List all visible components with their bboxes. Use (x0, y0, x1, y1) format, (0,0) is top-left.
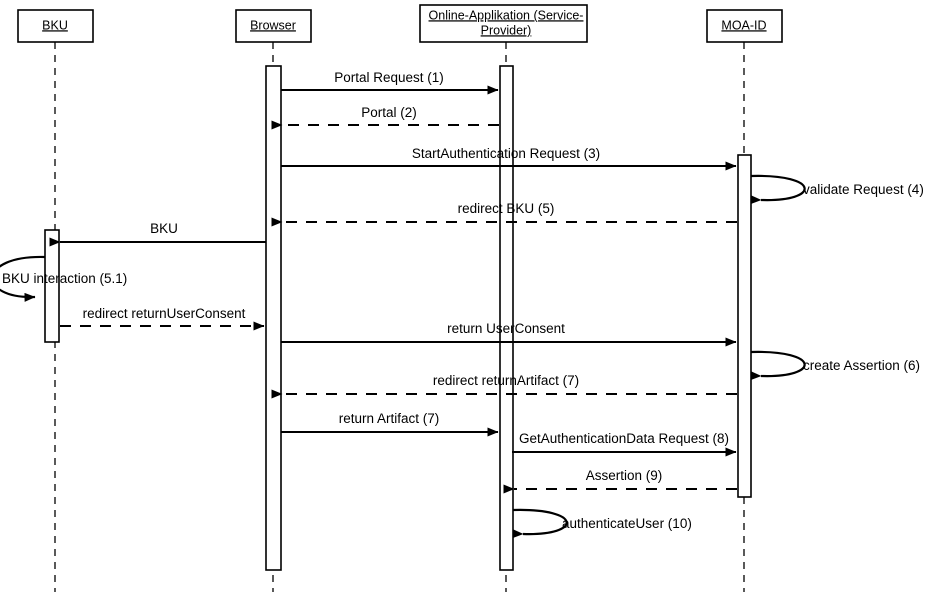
self-message-arrow-m10 (750, 350, 806, 381)
self-message-arrow-m7 (0, 255, 46, 302)
message-label-m3: StartAuthentication Request (3) (412, 146, 600, 161)
message-label-m13: GetAuthenticationData Request (8) (519, 431, 729, 446)
self-message-arrow-m15 (512, 508, 568, 539)
activation-bar-bku-0[interactable] (44, 229, 60, 343)
lifeline-browser[interactable]: Browser (235, 9, 312, 592)
message-label-m4: validate Request (4) (803, 182, 924, 197)
message-m15[interactable]: authenticateUser (10) (512, 508, 692, 539)
message-label-m7: BKU interaction (5.1) (2, 271, 127, 286)
message-m14[interactable]: Assertion (9) (503, 468, 737, 494)
message-label-m11: redirect returnArtifact (7) (433, 373, 579, 388)
message-label-m12: return Artifact (7) (339, 411, 440, 426)
lifeline-label-oa: Online-Applikation (Service- (429, 8, 584, 22)
lifeline-label-moaid: MOA-ID (721, 18, 766, 32)
message-m12[interactable]: return Artifact (7) (281, 411, 499, 437)
lifeline-label-browser: Browser (250, 18, 296, 32)
message-label-m2: Portal (2) (361, 105, 417, 120)
lifeline-header-box-browser[interactable] (235, 9, 312, 43)
message-label-m15: authenticateUser (10) (562, 516, 692, 531)
message-m2[interactable]: Portal (2) (271, 105, 499, 130)
message-m3[interactable]: StartAuthentication Request (3) (281, 146, 737, 171)
message-m10[interactable]: create Assertion (6) (750, 350, 920, 381)
message-m9[interactable]: return UserConsent (281, 321, 737, 347)
message-m8[interactable]: redirect returnUserConsent (60, 306, 265, 331)
message-m7[interactable]: BKU interaction (5.1) (0, 255, 127, 302)
message-m1[interactable]: Portal Request (1) (281, 70, 499, 95)
message-label-m14: Assertion (9) (586, 468, 663, 483)
message-label-m5: redirect BKU (5) (458, 201, 555, 216)
activation-bar-browser-0[interactable] (265, 65, 282, 571)
activations-layer (44, 65, 752, 571)
self-message-arrow-m4 (750, 174, 806, 205)
lifeline-bku[interactable]: BKU (17, 9, 94, 592)
message-label-m9: return UserConsent (447, 321, 565, 336)
lifeline-header-box-oa[interactable] (419, 4, 588, 43)
lifeline-header-box-bku[interactable] (17, 9, 94, 43)
lifelines-layer: BKU Browser Online-Applikation (Service-Pr… (17, 4, 783, 592)
message-m13[interactable]: GetAuthenticationData Request (8) (512, 431, 737, 457)
lifeline-label-oa: Provider) (481, 23, 532, 37)
message-label-m6: BKU (150, 221, 178, 236)
activation-bar-oa-0[interactable] (499, 65, 514, 571)
message-m11[interactable]: redirect returnArtifact (7) (271, 373, 737, 399)
lifeline-header-box-moaid[interactable] (706, 9, 783, 43)
messages-layer: Portal Request (1) Portal (2) StartAuthent… (0, 70, 924, 539)
message-m6[interactable]: BKU (49, 221, 266, 247)
message-label-m8: redirect returnUserConsent (83, 306, 246, 321)
message-label-m10: create Assertion (6) (803, 358, 920, 373)
message-m4[interactable]: validate Request (4) (750, 174, 924, 205)
activation-bar-moaid-0[interactable] (737, 154, 752, 498)
message-label-m1: Portal Request (1) (334, 70, 444, 85)
lifeline-label-bku: BKU (42, 18, 68, 32)
message-m5[interactable]: redirect BKU (5) (271, 201, 737, 227)
